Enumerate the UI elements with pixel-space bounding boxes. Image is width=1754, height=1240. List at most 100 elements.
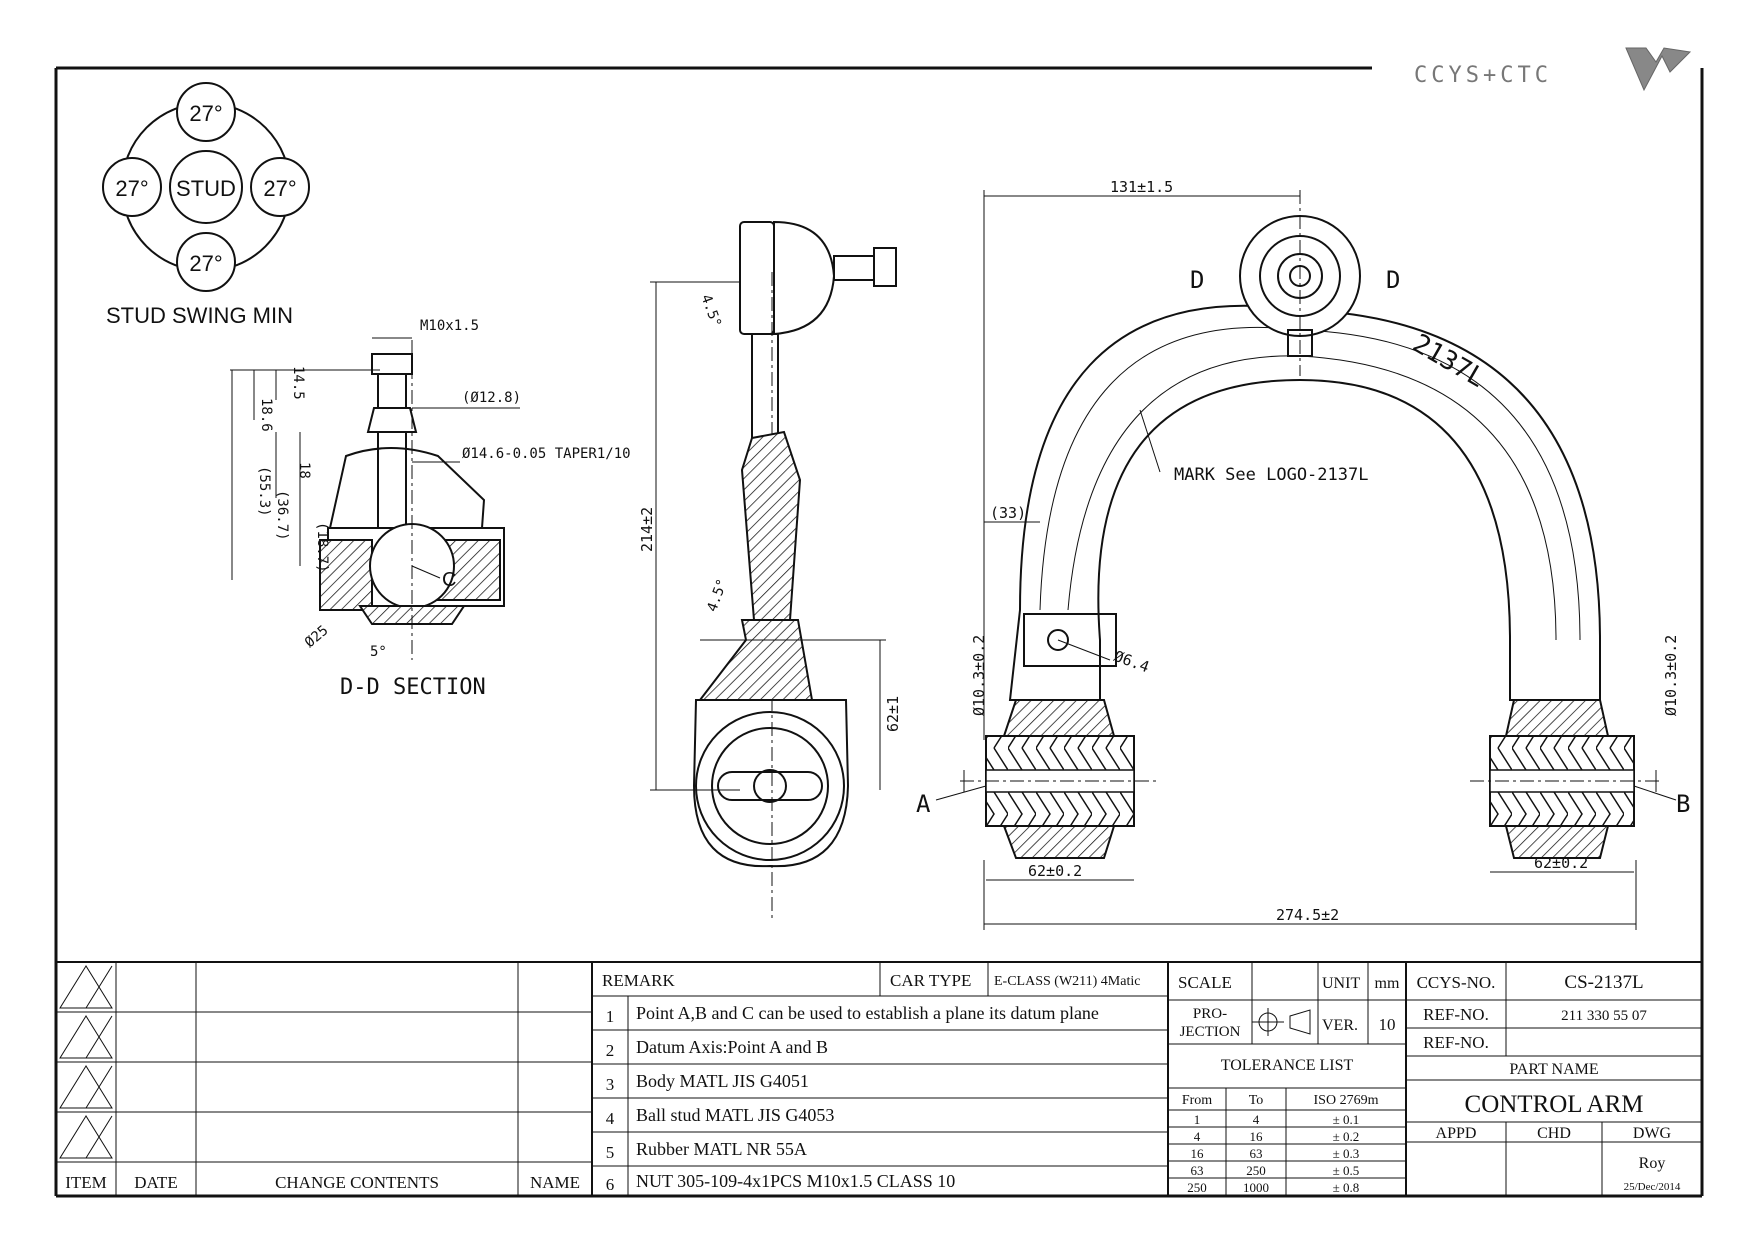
brand-logo: CCYS+CTC bbox=[1414, 47, 1692, 92]
title-block-grid bbox=[56, 961, 1702, 1196]
tolerance-title: TOLERANCE LIST bbox=[1221, 1057, 1354, 1074]
unit-label: UNIT bbox=[1322, 975, 1360, 992]
point-c-label: C bbox=[442, 569, 456, 591]
remark-no-3: 3 bbox=[606, 1075, 615, 1094]
dim-d10-3-left: Ø10.3±0.2 bbox=[970, 635, 988, 716]
part-mark: 2137L bbox=[1407, 329, 1490, 394]
dim-62-right: 62±0.2 bbox=[1534, 854, 1588, 872]
point-b-label: B bbox=[1676, 790, 1690, 818]
remark-no-4: 4 bbox=[606, 1109, 615, 1128]
tol-header-iso: ISO 2769m bbox=[1314, 1093, 1379, 1108]
tol-val-1: ± 0.1 bbox=[1333, 1112, 1360, 1127]
header-change-contents: CHANGE CONTENTS bbox=[275, 1173, 439, 1192]
point-a-label: A bbox=[916, 790, 931, 818]
dim-131: 131±1.5 bbox=[1110, 178, 1173, 196]
stud-angle-top: 27° bbox=[189, 101, 222, 126]
stud-angle-bottom: 27° bbox=[189, 251, 222, 276]
tol-val-3: ± 0.3 bbox=[1333, 1146, 1360, 1161]
brand-text: CCYS+CTC bbox=[1414, 63, 1552, 88]
section-caption: D-D SECTION bbox=[340, 675, 486, 700]
remark-no-5: 5 bbox=[606, 1143, 615, 1162]
appd-label: APPD bbox=[1436, 1125, 1477, 1142]
dim-5-deg: 5° bbox=[370, 644, 387, 660]
remark-text-5: Rubber MATL NR 55A bbox=[636, 1139, 807, 1159]
dim-62-left: 62±0.2 bbox=[1028, 862, 1082, 880]
dim-18-7: (18.7) bbox=[314, 522, 330, 573]
tol-to-5: 1000 bbox=[1243, 1180, 1269, 1195]
section-mark-d-right: D bbox=[1386, 266, 1400, 294]
brand-mark-icon bbox=[1625, 47, 1692, 92]
drawn-by: Roy bbox=[1639, 1155, 1666, 1172]
scale-label: SCALE bbox=[1178, 973, 1232, 992]
ref-no-label-1: REF-NO. bbox=[1423, 1005, 1489, 1024]
tol-to-2: 16 bbox=[1250, 1129, 1264, 1144]
dim-55-3: (55.3) bbox=[256, 466, 272, 517]
car-type-value: E-CLASS (W211) 4Matic bbox=[994, 974, 1140, 989]
dwg-label: DWG bbox=[1633, 1125, 1672, 1142]
tol-to-3: 63 bbox=[1250, 1146, 1263, 1161]
remark-text-3: Body MATL JIS G4051 bbox=[636, 1071, 809, 1091]
dim-36-7: (36.7) bbox=[274, 490, 290, 541]
unit-value: mm bbox=[1375, 975, 1400, 992]
front-view: D D 2137L MARK See LOGO-2137L Ø6.4 A B 1… bbox=[916, 178, 1690, 930]
dim-d6-4: Ø6.4 bbox=[1112, 647, 1152, 676]
tol-header-to: To bbox=[1249, 1093, 1264, 1108]
stud-angle-left: 27° bbox=[115, 176, 148, 201]
side-view: 214±2 4.5° 4.5° 62±1 bbox=[638, 220, 902, 920]
tol-from-3: 16 bbox=[1191, 1146, 1205, 1161]
tol-from-2: 4 bbox=[1194, 1129, 1201, 1144]
ver-value: 10 bbox=[1379, 1015, 1396, 1034]
tol-to-4: 250 bbox=[1246, 1163, 1266, 1178]
ref-no-value-1: 211 330 55 07 bbox=[1561, 1008, 1647, 1024]
dim-62-1: 62±1 bbox=[884, 696, 902, 732]
dim-18-6: 18.6 bbox=[258, 398, 274, 432]
remark-no-6: 6 bbox=[606, 1175, 615, 1194]
remark-no-1: 1 bbox=[606, 1007, 615, 1026]
section-view: C M10x1.5 14.5 18.6 (55.3) 18 (36.7) (18… bbox=[230, 318, 631, 700]
stud-angle-right: 27° bbox=[263, 176, 296, 201]
dim-214: 214±2 bbox=[638, 507, 656, 552]
stud-swing-caption: STUD SWING MIN bbox=[106, 303, 293, 328]
stud-swing-diagram: 27° 27° STUD 27° 27° STUD SWING MIN bbox=[102, 82, 310, 328]
section-mark-d-left: D bbox=[1190, 266, 1204, 294]
projection-cone-icon bbox=[1289, 1009, 1311, 1035]
mark-note: MARK See LOGO-2137L bbox=[1174, 465, 1368, 485]
dim-d25: Ø25 bbox=[302, 623, 332, 652]
tol-val-5: ± 0.8 bbox=[1333, 1180, 1360, 1195]
ver-label: VER. bbox=[1322, 1017, 1358, 1034]
remark-no-2: 2 bbox=[606, 1041, 615, 1060]
tol-to-1: 4 bbox=[1253, 1112, 1260, 1127]
tol-from-1: 1 bbox=[1194, 1112, 1201, 1127]
ccys-no-label: CCYS-NO. bbox=[1417, 973, 1496, 992]
projection-label-1: PRO- bbox=[1193, 1006, 1227, 1022]
remark-title: REMARK bbox=[602, 971, 675, 990]
tol-header-from: From bbox=[1182, 1093, 1212, 1108]
dim-d10-3-right: Ø10.3±0.2 bbox=[1662, 635, 1680, 716]
stud-center-label: STUD bbox=[176, 176, 236, 201]
tol-val-2: ± 0.2 bbox=[1333, 1129, 1360, 1144]
header-date: DATE bbox=[134, 1173, 177, 1192]
thread-dim: M10x1.5 bbox=[420, 318, 479, 334]
dim-taper: Ø14.6-0.05 TAPER1/10 bbox=[462, 446, 631, 462]
part-name-value: CONTROL ARM bbox=[1465, 1091, 1644, 1118]
remark-text-6: NUT 305-109-4x1PCS M10x1.5 CLASS 10 bbox=[636, 1171, 955, 1191]
dim-33: (33) bbox=[990, 504, 1026, 522]
header-name: NAME bbox=[530, 1173, 580, 1192]
remark-text-2: Datum Axis:Point A and B bbox=[636, 1037, 828, 1057]
header-item: ITEM bbox=[65, 1173, 107, 1192]
dim-18: 18 bbox=[296, 462, 312, 479]
drawing-date: 25/Dec/2014 bbox=[1624, 1181, 1681, 1193]
tol-val-4: ± 0.5 bbox=[1333, 1163, 1360, 1178]
ccys-no-value: CS-2137L bbox=[1564, 972, 1643, 993]
tol-from-5: 250 bbox=[1187, 1180, 1207, 1195]
dim-4-5-mid: 4.5° bbox=[704, 577, 731, 614]
tol-from-4: 63 bbox=[1191, 1163, 1204, 1178]
remark-text-1: Point A,B and C can be used to establish… bbox=[636, 1003, 1099, 1023]
remark-text-4: Ball stud MATL JIS G4053 bbox=[636, 1105, 834, 1125]
dim-14-5: 14.5 bbox=[290, 366, 306, 400]
chd-label: CHD bbox=[1537, 1125, 1571, 1142]
ref-no-label-2: REF-NO. bbox=[1423, 1033, 1489, 1052]
projection-label-2: JECTION bbox=[1180, 1024, 1241, 1040]
sheet-border bbox=[54, 66, 1704, 1198]
